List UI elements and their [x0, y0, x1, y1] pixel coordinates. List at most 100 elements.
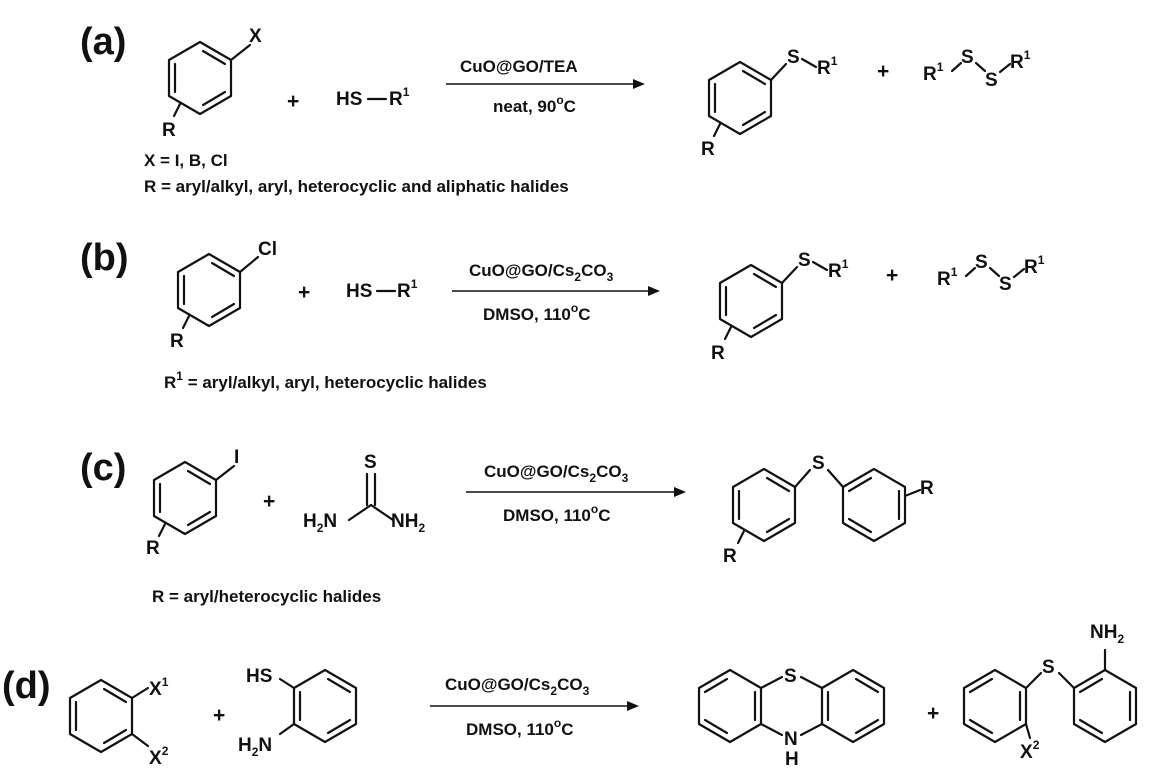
- r-substituent-bond: [712, 122, 722, 138]
- s-atom: S: [798, 250, 811, 271]
- plus-sign: +: [877, 60, 889, 83]
- s-r-bond: [1012, 267, 1026, 279]
- h2n-group: H2N: [303, 511, 337, 535]
- r-group: R: [701, 139, 715, 160]
- c-x1-bond: [130, 686, 150, 700]
- r-substituent-bond: [723, 325, 733, 341]
- conditions-text: DMSO, 110oC: [503, 502, 611, 525]
- c-cl-bond: [238, 255, 260, 274]
- r-group-left: R: [723, 546, 737, 567]
- s-atom-2: S: [999, 274, 1012, 295]
- r1-group: R1: [828, 257, 849, 282]
- benzene-ring: [68, 678, 134, 754]
- panel-d-label: (d): [2, 665, 51, 707]
- r1-group: R1: [817, 54, 838, 79]
- x2-atom: X2: [1020, 738, 1040, 763]
- x-atom: X: [249, 26, 262, 47]
- ring-double-bonds: [182, 261, 236, 319]
- panel-c: (c) I R + S H2N NH2 CuO@GO/Cs2CO3 DMSO, …: [80, 447, 934, 606]
- r1-right: R1: [1024, 253, 1045, 278]
- c-x-bond: [229, 43, 252, 62]
- panel-a-thiol: HS R1: [336, 85, 410, 110]
- ring-double-bonds: [74, 687, 128, 745]
- s-r-bond: [800, 57, 818, 69]
- nh2-group: NH2: [1090, 622, 1124, 646]
- ring-double-bonds: [298, 677, 352, 735]
- c-s-bond-left: [759, 675, 784, 690]
- c-s-bond-left: [793, 468, 812, 489]
- hs-group: HS: [246, 666, 272, 687]
- r-group: R: [711, 343, 725, 364]
- reagent-text: CuO@GO/Cs2CO3: [469, 261, 614, 284]
- s-atom-1: S: [961, 47, 974, 68]
- x1-atom: X1: [149, 675, 169, 700]
- panel-c-thiourea: S H2N NH2: [303, 452, 425, 535]
- c-n-bond-left: [759, 722, 784, 737]
- benzene-ring: [176, 252, 242, 328]
- panel-c-label: (c): [80, 447, 126, 489]
- panel-a-aryl-sulfide: S R1 R: [701, 47, 838, 160]
- r1-left: R1: [937, 265, 958, 290]
- benzene-ring: [167, 40, 233, 116]
- ring-double-bonds-left: [968, 677, 1022, 735]
- x2-atom: X2: [149, 744, 169, 769]
- ring-double-bonds: [158, 469, 212, 527]
- panel-b-reaction-arrow: CuO@GO/Cs2CO3 DMSO, 110oC: [452, 261, 660, 324]
- s-c-bond-right: [1057, 671, 1076, 690]
- benzene-ring-right: [820, 668, 886, 744]
- r-substituent-bond: [157, 522, 167, 538]
- arrow-head: [627, 701, 639, 711]
- r-substituent-bond: [172, 102, 182, 118]
- c-n-bond-left: [347, 503, 373, 522]
- nh2-group: NH2: [391, 511, 425, 535]
- s-r-bond: [998, 62, 1012, 74]
- conditions-text: DMSO, 110oC: [483, 301, 591, 324]
- s-atom: S: [812, 453, 825, 474]
- arrow-head: [674, 487, 686, 497]
- c-n-bond: [278, 722, 296, 736]
- panel-a: (a) X R + HS R1 CuO@GO/TEA neat, 90oC: [80, 21, 1031, 196]
- panel-b-aryl-sulfide: S R1 R: [711, 250, 849, 364]
- s-atom-1: S: [975, 252, 988, 273]
- benzene-ring: [152, 460, 218, 536]
- benzene-ring: [292, 668, 358, 744]
- panel-a-label: (a): [80, 21, 126, 63]
- panel-c-diaryl-sulfide: S R R: [723, 453, 934, 567]
- hs-group: HS: [336, 89, 362, 110]
- panel-b-disulfide: R1 S S R1: [937, 252, 1045, 295]
- r-group: R: [146, 538, 160, 559]
- definition-r: R = aryl/alkyl, aryl, heterocyclic and a…: [144, 177, 569, 196]
- r-substituent-bond-left: [736, 529, 746, 545]
- reagent-text: CuO@GO/Cs2CO3: [445, 675, 590, 698]
- panel-d-aminothiophenol: HS H2N: [238, 666, 358, 759]
- s-atom: S: [787, 47, 800, 68]
- r1-group: R1: [389, 85, 410, 110]
- r1-right: R1: [1010, 48, 1031, 73]
- s-r-bond: [811, 260, 829, 272]
- s-c-bond-right: [826, 468, 845, 489]
- panel-c-aryl-iodide: I R: [146, 447, 239, 559]
- cl-atom: Cl: [258, 239, 277, 260]
- r1-group: R1: [397, 277, 418, 302]
- ring-double-bonds: [173, 49, 227, 107]
- definition-r: R = aryl/heterocyclic halides: [152, 587, 381, 606]
- s-atom: S: [784, 666, 797, 687]
- panel-a-disulfide: R1 S S R1: [923, 47, 1031, 91]
- plus-sign: +: [886, 264, 898, 287]
- ring-double-bonds-left: [737, 476, 791, 534]
- plus-sign: +: [263, 490, 275, 513]
- r-group: R: [162, 120, 176, 141]
- benzene-ring-left: [731, 467, 797, 543]
- h2n-group: H2N: [238, 735, 272, 759]
- benzene-ring: [718, 263, 784, 339]
- panel-b-thiol: HS R1: [346, 277, 418, 302]
- r-group-right: R: [920, 478, 934, 499]
- panel-a-aryl-halide: X R: [162, 26, 262, 141]
- r-s-bond: [950, 61, 963, 73]
- benzene-ring: [707, 60, 773, 136]
- r-substituent-bond: [181, 314, 191, 330]
- r1-left: R1: [923, 60, 944, 85]
- arrow-head: [633, 79, 645, 89]
- c-s-bond: [769, 62, 788, 82]
